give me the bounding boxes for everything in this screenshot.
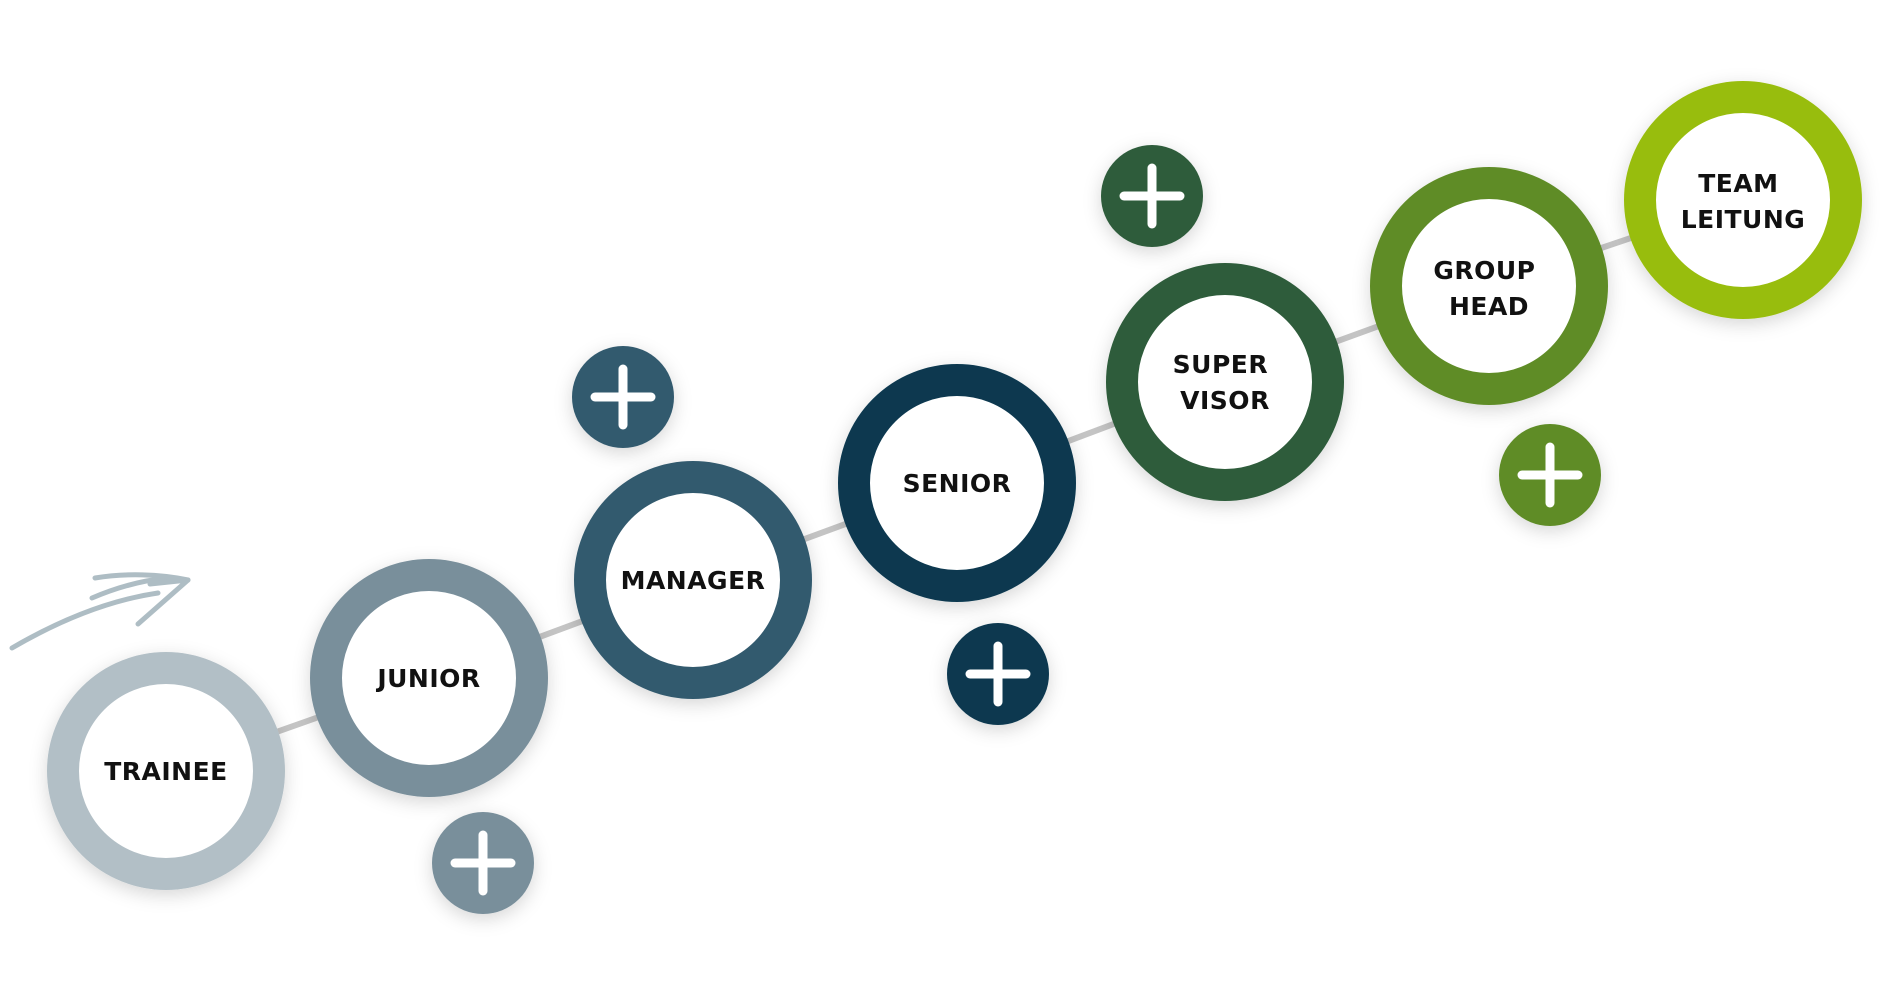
stage-ring	[838, 364, 1076, 602]
plus-badge-junior[interactable]	[432, 812, 534, 914]
stage-manager[interactable]: MANAGER	[574, 461, 812, 699]
stage-trainee[interactable]: TRAINEE	[47, 652, 285, 890]
stage-ring	[47, 652, 285, 890]
stage-label: SENIOR	[903, 469, 1012, 498]
stage-label: TRAINEE	[104, 757, 228, 786]
stage-ring	[310, 559, 548, 797]
plus-icon	[965, 641, 1031, 707]
stage-senior[interactable]: SENIOR	[838, 364, 1076, 602]
stage-label: SUPER VISOR	[1173, 350, 1278, 415]
stage-team-leitung[interactable]: TEAM LEITUNG	[1624, 81, 1862, 319]
stage-ring	[1106, 263, 1344, 501]
stage-ring	[1624, 81, 1862, 319]
stage-label: TEAM LEITUNG	[1681, 169, 1806, 234]
stage-ring	[1370, 167, 1608, 405]
plus-badge-supervisor[interactable]	[1101, 145, 1203, 247]
stage-supervisor[interactable]: SUPER VISOR	[1106, 263, 1344, 501]
stage-label: GROUP HEAD	[1433, 256, 1544, 321]
stage-label: MANAGER	[621, 566, 766, 595]
stage-label: JUNIOR	[375, 664, 480, 693]
plus-icon	[590, 364, 656, 430]
plus-badge-group-head[interactable]	[1499, 424, 1601, 526]
plus-icon	[450, 830, 516, 896]
stage-ring	[574, 461, 812, 699]
plus-badge-senior[interactable]	[947, 623, 1049, 725]
arrow-icon	[9, 572, 191, 651]
plus-icon	[1119, 163, 1185, 229]
stage-group-head[interactable]: GROUP HEAD	[1370, 167, 1608, 405]
stage-junior[interactable]: JUNIOR	[310, 559, 548, 797]
plus-icon	[1517, 442, 1583, 508]
plus-badge-manager[interactable]	[572, 346, 674, 448]
